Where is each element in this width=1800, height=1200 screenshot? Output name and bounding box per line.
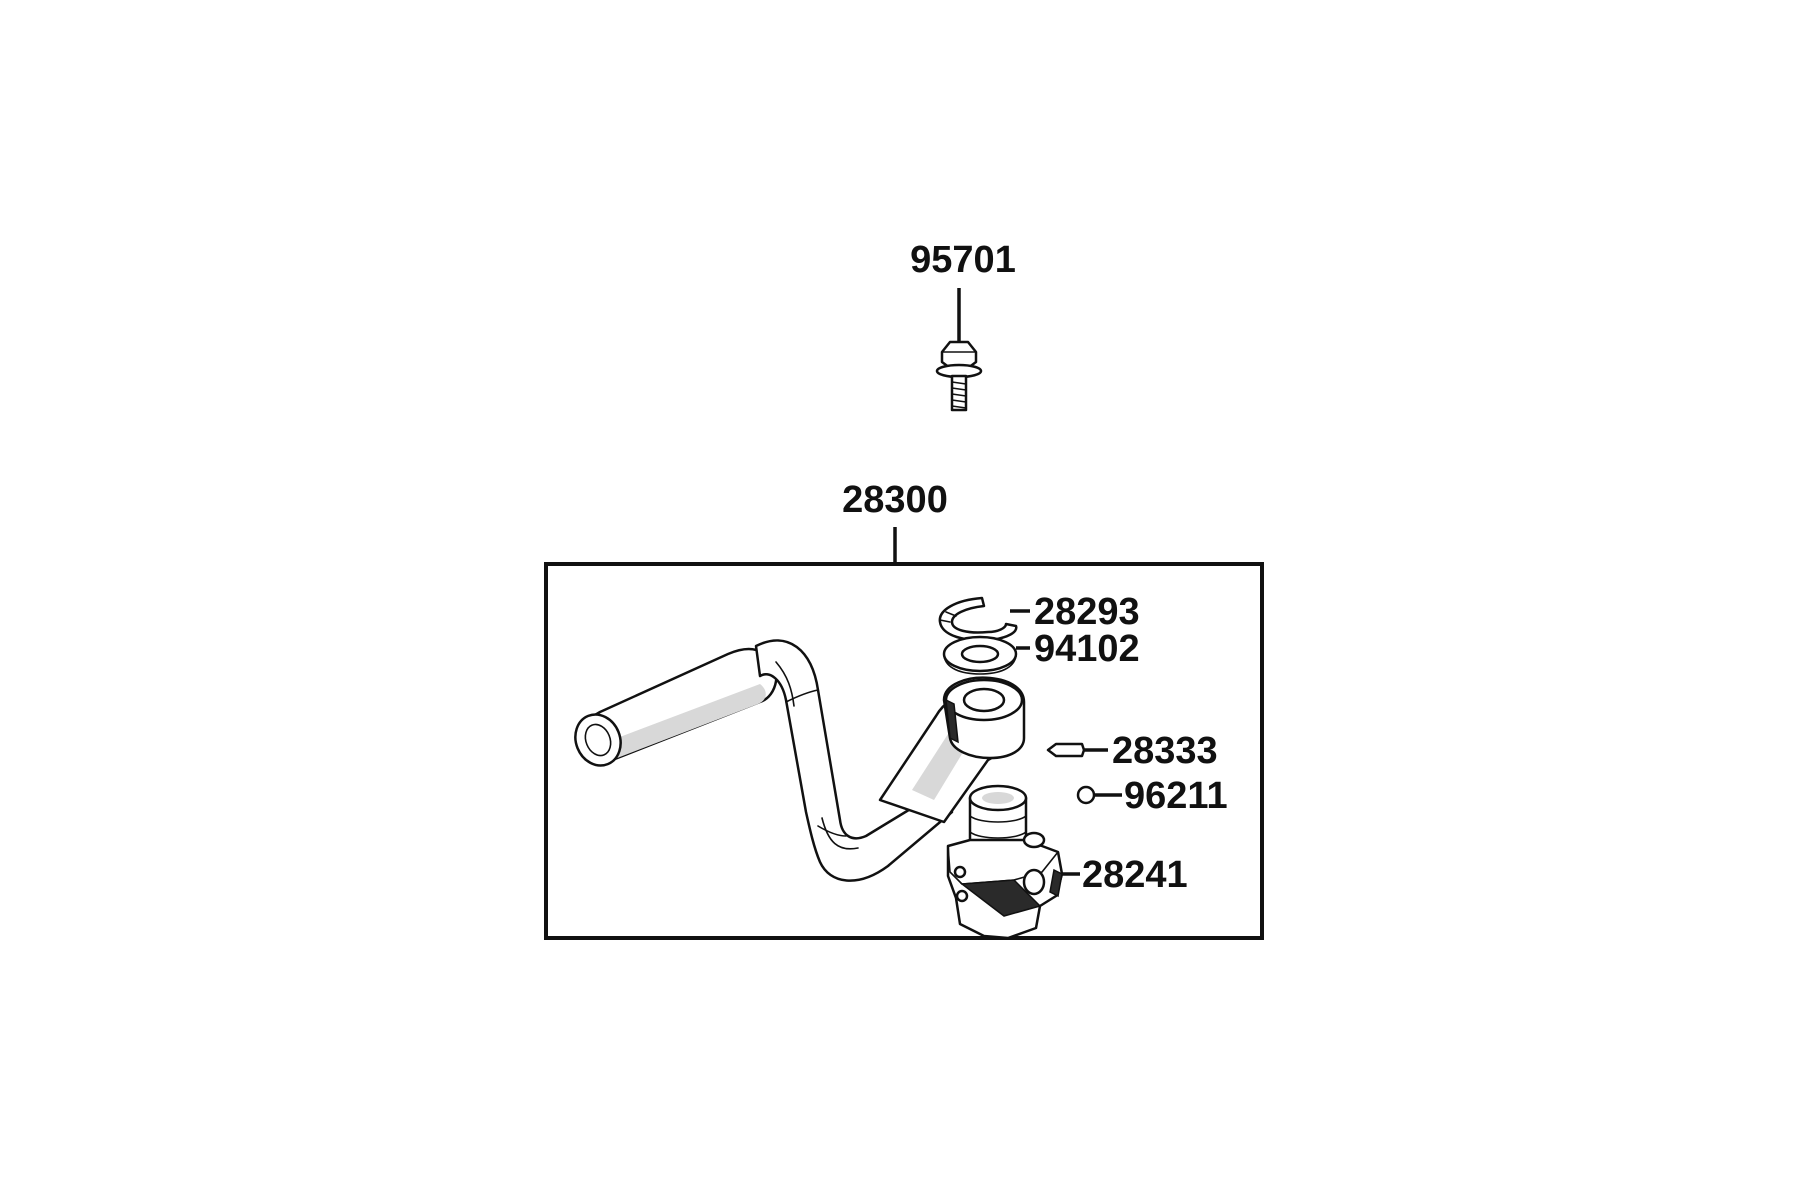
label-94102: 94102 <box>1034 628 1140 670</box>
washer-94102-icon <box>942 635 1018 675</box>
assembly-28300-group: 28300 <box>544 479 1264 940</box>
label-95701: 95701 <box>910 239 1016 281</box>
label-28293: 28293 <box>1034 591 1140 633</box>
circlip-28293-group: 28293 <box>938 591 1140 642</box>
holder-28241-group: 28241 <box>946 784 1188 940</box>
pin-28333-group: 28333 <box>1046 730 1218 772</box>
assembly-frame <box>544 562 1264 940</box>
ball-96211-icon <box>1076 785 1096 805</box>
bolt-95701-icon <box>935 340 983 412</box>
pin-28333-icon <box>1046 742 1086 758</box>
circlip-28293-icon <box>938 596 1018 642</box>
label-96211: 96211 <box>1124 775 1228 817</box>
label-28300: 28300 <box>842 479 948 521</box>
label-28241: 28241 <box>1082 854 1188 896</box>
holder-28241-icon <box>946 784 1064 940</box>
kick-pedal-arm <box>574 639 1026 882</box>
washer-94102-group: 94102 <box>942 628 1140 675</box>
label-28333: 28333 <box>1112 730 1218 772</box>
ball-96211-group: 96211 <box>1076 775 1228 817</box>
bolt-95701-group: 95701 <box>910 239 1016 412</box>
